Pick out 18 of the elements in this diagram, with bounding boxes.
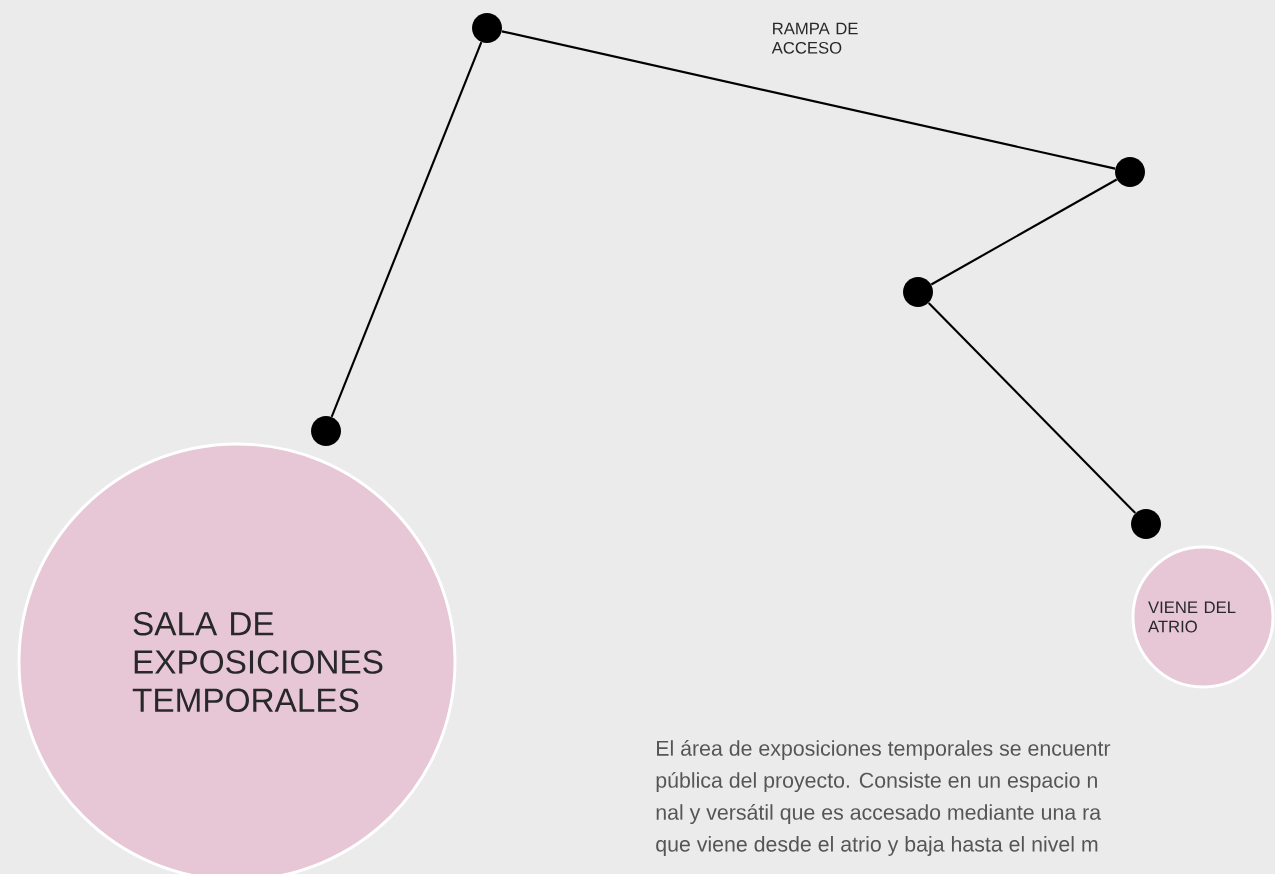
ramp-label: RAMPA DE ACCESO — [771, 22, 858, 54]
paragraph-line: que viene desde el atrio y baja hasta el nivel m — [656, 836, 1098, 856]
room-circle — [17, 442, 457, 874]
circle-label: SALA DE EXPOSICIONES TEMPORALES — [132, 611, 383, 713]
paragraph-line: El área de exposiciones temporales se encuentr — [657, 739, 1111, 761]
room-circle — [1131, 545, 1275, 689]
junction-dot — [1115, 157, 1145, 187]
ramp-line — [330, 41, 483, 418]
ramp-line — [927, 302, 1137, 514]
junction-dot — [311, 416, 341, 446]
ramp-line — [930, 178, 1118, 286]
junction-dot — [903, 277, 933, 307]
junction-dot — [472, 13, 502, 43]
ramp-line — [501, 30, 1116, 170]
paragraph-line: pública del proyecto. Consiste en un espacio n — [656, 771, 1097, 793]
paragraph-line: nal y versátil que es accesado mediante una ra — [656, 803, 1102, 825]
circle-label: VIENE DEL ATRIO — [1148, 601, 1236, 633]
junction-dot — [1131, 509, 1161, 539]
